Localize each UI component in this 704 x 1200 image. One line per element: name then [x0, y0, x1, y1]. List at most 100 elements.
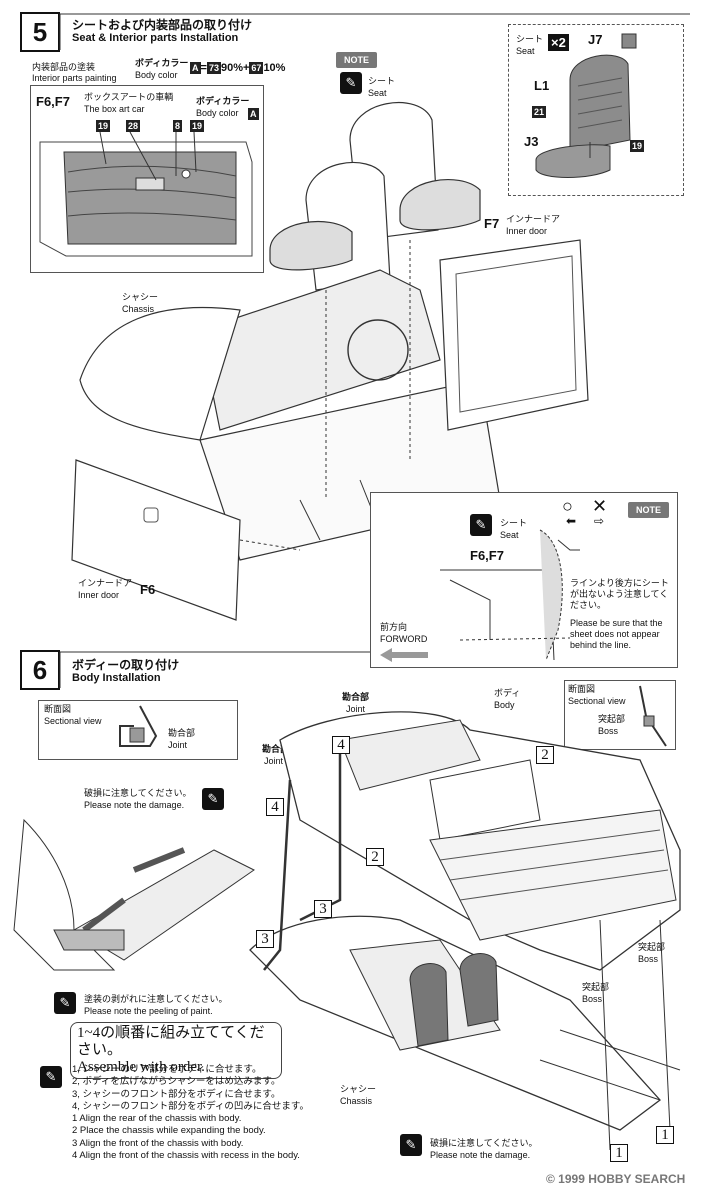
body-illustration — [249, 711, 681, 1151]
body-label-jp: ボディ — [494, 688, 521, 698]
watermark: © 1999 HOBBY SEARCH — [546, 1172, 686, 1186]
body-label-en: Body — [494, 700, 515, 710]
inset-body-color-en: Body color — [196, 108, 239, 118]
color-73-tag: 73 — [206, 62, 221, 74]
marker-4-left: 4 — [266, 798, 284, 816]
brush-icon-peel: ✎ — [54, 992, 76, 1014]
boss2-jp: 突起部 — [582, 982, 610, 992]
note2-parts: F6,F7 — [470, 548, 504, 563]
order-jp: 1~4の順番に組み立ててください。 — [77, 1025, 265, 1058]
note-tag-seat: NOTE — [336, 52, 378, 68]
inner-door-f6-jp: インナードア — [78, 578, 133, 588]
note2-line-en: Please be sure that the sheet does not a… — [570, 618, 663, 650]
seat-label-jp: シート — [368, 76, 396, 86]
step6-instructions: 1, シャシーのリア部分をボディに合せます。 2, ボディを広げながらシャシーを… — [72, 1064, 372, 1162]
damage-note-jp: 破損に注意してください。 — [84, 788, 192, 798]
brush-icon-damage: ✎ — [202, 788, 224, 810]
color-67-tag: 67 — [249, 62, 264, 74]
marker-3-left: 3 — [256, 930, 274, 948]
step-5-title-jp: シートおよび内装部品の取り付け — [72, 18, 253, 32]
painting-label-jp: 内装部品の塗装 — [32, 62, 96, 72]
part-19: 19 — [630, 140, 645, 152]
sectional-right-boss-en: Boss — [598, 726, 619, 736]
joint-top-jp: 勘合部 — [342, 692, 370, 702]
peel-note-jp: 塗装の剥がれに注意してください。 — [84, 994, 228, 1004]
inset-color-code: A — [248, 108, 259, 120]
boss1-en: Boss — [638, 954, 659, 964]
inset-parts-label: F6,F7 — [36, 94, 70, 109]
joint-left-jp: 勘合部 — [262, 744, 290, 754]
door-panel-illustration — [39, 131, 253, 257]
part-l1: L1 — [534, 78, 550, 93]
boss2-en: Boss — [582, 994, 603, 1004]
seat-qty-badge: ×2 — [548, 34, 569, 51]
step-6-title-jp: ボディーの取り付け — [72, 658, 180, 672]
seat-detail-en: Seat — [516, 46, 535, 56]
sectional-right-drawing — [639, 685, 667, 747]
instr-jp-4: 4, シャシーのフロント部分をボディの凹みに合せます。 — [72, 1100, 309, 1112]
inner-door-f7-en: Inner door — [506, 226, 548, 236]
marker-1-right: 1 — [656, 1126, 674, 1144]
sectional-right-boss-jp: 突起部 — [598, 714, 626, 724]
brush-icon-steps: ✎ — [40, 1066, 62, 1088]
assemble-order-box: 1~4の順番に組み立ててください。 Assemble with order. — [70, 1022, 282, 1079]
step-6-number: 6 — [20, 650, 60, 690]
instr-jp-1: 1, シャシーのリア部分をボディに合せます。 — [72, 1064, 262, 1075]
inset-code-19b: 19 — [190, 120, 205, 132]
note2-line-jp: ラインより後方にシートが出ないよう注意してください。 — [570, 578, 669, 610]
formula-plus: + — [242, 62, 250, 74]
instr-en-3: 3 Align the front of the chassis with bo… — [72, 1137, 244, 1149]
step-6-rule — [59, 651, 370, 688]
note2-seat-en: Seat — [500, 530, 519, 540]
damage2-en: Please note the damage. — [430, 1150, 531, 1160]
marker-1-bottom: 1 — [610, 1144, 628, 1162]
instr-en-2: 2 Place the chassis while expanding the … — [72, 1125, 266, 1137]
instr-jp-2: 2, ボディを広げながらシャシーをはめ込みます。 — [72, 1076, 281, 1088]
chassis-label-en: Chassis — [122, 304, 155, 314]
instr-en-1: 1 Align the rear of the chassis with bod… — [72, 1113, 242, 1125]
joint-left-en: Joint — [264, 756, 284, 766]
sectional-right-jp: 断面図 — [568, 684, 596, 694]
note-tag-line: NOTE — [628, 502, 670, 518]
inset-code-19a: 19 — [96, 120, 111, 132]
f7-label: F7 — [484, 216, 500, 231]
inset-body-color-jp: ボディカラー — [196, 96, 250, 106]
ng-mark: ✕ — [592, 496, 608, 516]
inner-door-f7-jp: インナードア — [506, 214, 561, 224]
inset-box-art-jp: ボックスアートの車輌 — [84, 92, 174, 102]
sectional-left-joint-jp: 勘合部 — [168, 728, 196, 738]
marker-4-top: 4 — [332, 736, 350, 754]
seat-line-illustration — [440, 529, 580, 661]
sectional-left-joint-en: Joint — [168, 740, 188, 750]
seat-detail-box — [508, 24, 684, 196]
step-6-title-en: Body Installation — [72, 672, 161, 684]
sectional-left-en: Sectional view — [44, 716, 102, 726]
inset-code-8: 8 — [173, 120, 183, 132]
order-en: Assemble with order. — [77, 1059, 205, 1075]
instr-jp-3: 3, シャシーのフロント部分をボディに合せます。 — [72, 1088, 281, 1100]
sectional-right-en: Sectional view — [568, 696, 626, 706]
brush-icon-2: ✎ — [470, 514, 492, 536]
damage2-jp: 破損に注意してください。 — [430, 1138, 538, 1148]
chassis-label-jp: シャシー — [122, 292, 159, 302]
part-j3: J3 — [524, 134, 539, 149]
note-seat-line-box — [370, 492, 678, 668]
note2-seat-jp: シート — [500, 518, 528, 528]
arrow-left-icon: ⬅ — [566, 514, 577, 528]
step-5-title-en: Seat & Interior parts Installation — [72, 32, 239, 44]
step-5-rule — [59, 13, 690, 50]
formula-a-pct: 90% — [220, 62, 243, 74]
marker-2-mid: 2 — [366, 848, 384, 866]
boss1-jp: 突起部 — [638, 942, 666, 952]
joint-top-en: Joint — [346, 704, 366, 714]
inset-box-art-en: The box art car — [84, 104, 145, 114]
chassis-illustration — [71, 102, 589, 621]
step-5-number: 5 — [20, 12, 60, 52]
brush-icon: ✎ — [340, 72, 362, 94]
hand-assembly-illustration — [13, 818, 255, 971]
color-code-tag: A — [190, 62, 201, 74]
forward-arrow-icon — [380, 648, 428, 662]
painting-label-en: Interior parts painting — [32, 73, 117, 83]
formula-b-pct: 10% — [263, 62, 286, 74]
